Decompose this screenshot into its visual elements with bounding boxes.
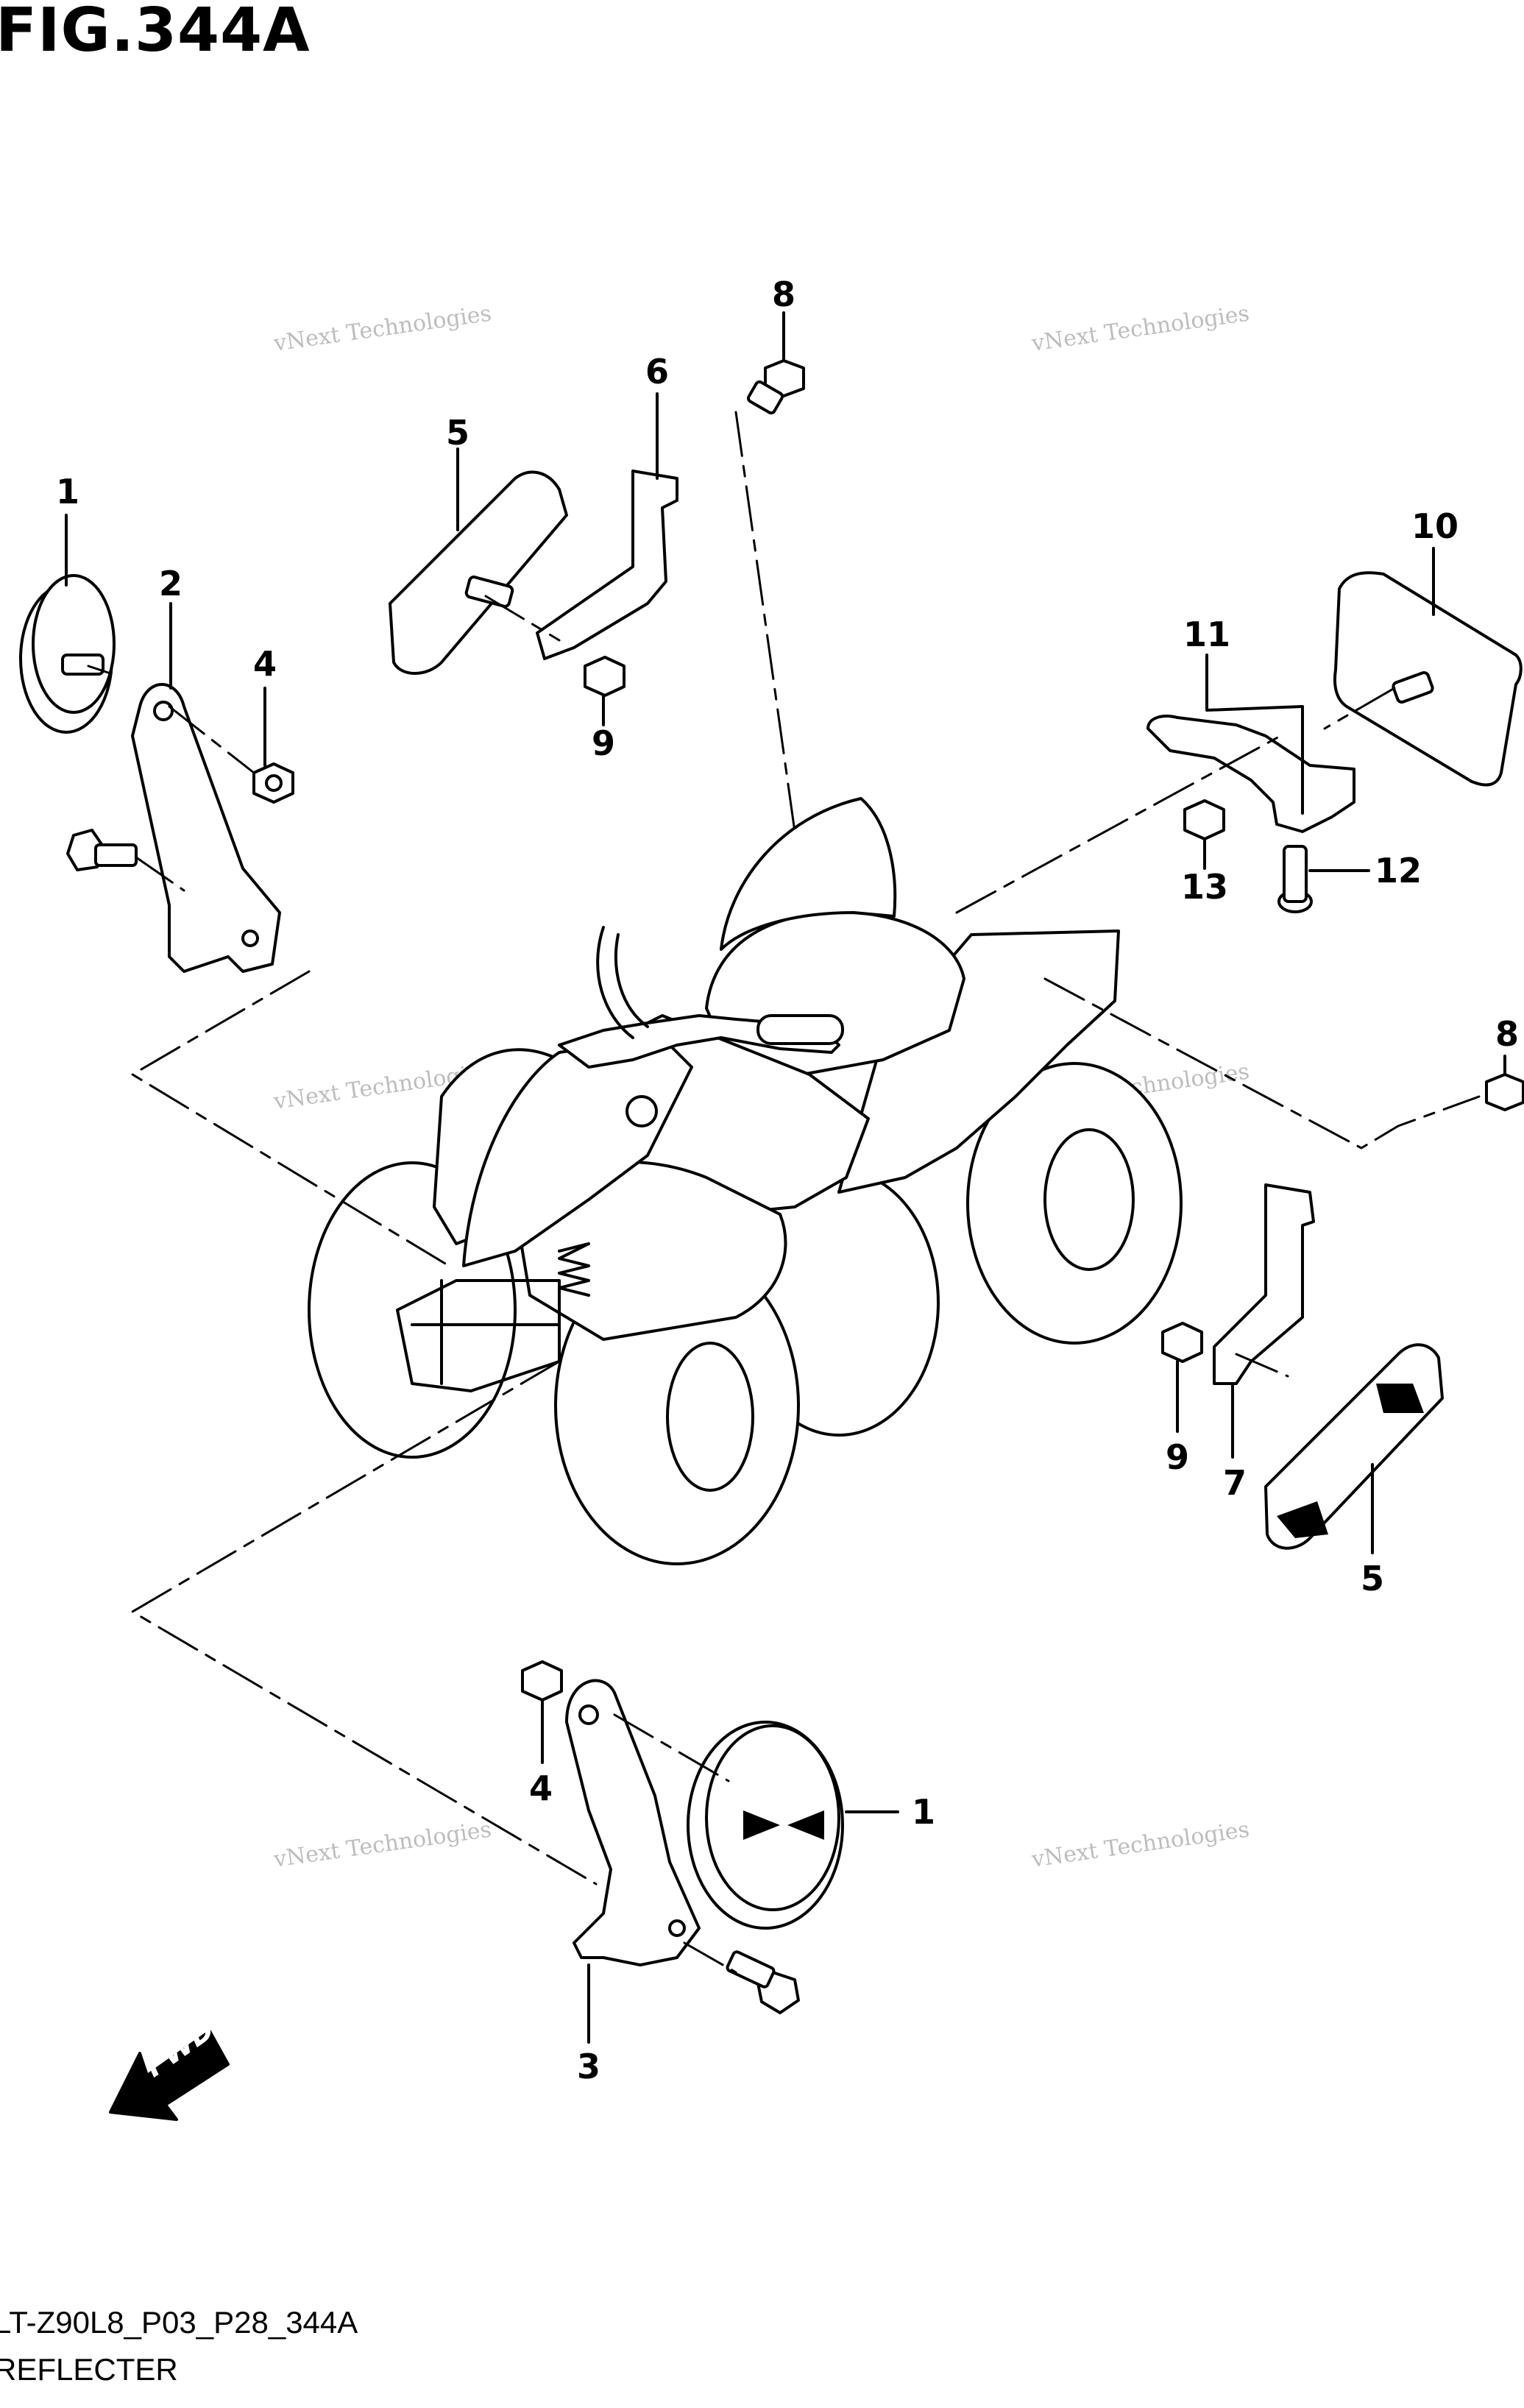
- bracket-hole: [668, 1919, 686, 1937]
- callout-12: 12: [1374, 851, 1422, 890]
- rear-hub: [1043, 1128, 1135, 1271]
- callout-9: 9: [1165, 1437, 1190, 1477]
- nut: [1161, 1322, 1203, 1363]
- front-hub: [666, 1342, 754, 1492]
- callout-4: 4: [528, 1768, 553, 1808]
- bolt: [66, 829, 138, 871]
- leader: [1043, 977, 1481, 1150]
- reflector-pattern: [787, 1810, 824, 1840]
- screw: [1277, 845, 1313, 913]
- leader: [734, 411, 796, 833]
- reflector-pattern: [1376, 1384, 1424, 1413]
- nose: [462, 1036, 693, 1267]
- leader: [484, 595, 561, 642]
- nut: [1183, 799, 1225, 840]
- callout-5: 5: [445, 413, 470, 453]
- callout-5: 5: [1360, 1559, 1385, 1598]
- callout-6: 6: [645, 352, 670, 392]
- reflector-pattern: [743, 1810, 780, 1840]
- nut: [252, 762, 294, 804]
- callout-1: 1: [55, 472, 80, 511]
- leader: [87, 665, 112, 675]
- callout-13: 13: [1180, 867, 1229, 907]
- seat-back: [720, 797, 897, 951]
- bracket-hole: [153, 701, 174, 721]
- reflector-round-front: [19, 574, 116, 734]
- callout-3: 3: [576, 2047, 601, 2086]
- figure-code: LT-Z90L8_P03_P28_344A: [0, 2305, 358, 2340]
- callout-4: 4: [252, 644, 277, 684]
- nut: [521, 1660, 563, 1701]
- bracket-11: [1146, 715, 1355, 833]
- callout-8: 8: [771, 275, 796, 314]
- figure-name: REFLECTER: [0, 2352, 178, 2387]
- callout-11: 11: [1183, 615, 1231, 654]
- bracket-front-right: [565, 1679, 701, 1966]
- screw: [747, 359, 805, 415]
- leader: [1323, 687, 1396, 730]
- key-switch: [625, 1095, 658, 1127]
- reflector-stud: [464, 576, 514, 608]
- nut: [584, 656, 625, 697]
- screw: [1485, 1073, 1524, 1111]
- bracket-front-left: [131, 683, 281, 973]
- callout-line: [1205, 654, 1304, 815]
- reflector-stud: [61, 654, 104, 676]
- callout-1: 1: [911, 1792, 936, 1832]
- leader: [135, 856, 185, 892]
- bolt: [726, 1950, 800, 2014]
- bracket-hole: [241, 929, 259, 947]
- callout-8: 8: [1495, 1014, 1520, 1054]
- reflector-face: [32, 574, 116, 714]
- callout-2: 2: [158, 564, 183, 603]
- leader: [955, 734, 1282, 914]
- figure-title: FIG.344A: [0, 0, 311, 65]
- leader: [1235, 1353, 1289, 1378]
- leader: [131, 970, 450, 1267]
- callout-7: 7: [1222, 1463, 1247, 1503]
- rear-wheel: [966, 1062, 1183, 1345]
- cables: [596, 926, 649, 1039]
- leader: [613, 1713, 730, 1782]
- hand-grip: [756, 1014, 844, 1045]
- reflector-pattern: [1277, 1501, 1328, 1538]
- fwd-arrow: [109, 2030, 230, 2121]
- atv-body: [308, 797, 1183, 1565]
- reflector-stud: [1392, 670, 1434, 704]
- rear-fender: [837, 929, 1120, 1194]
- leader: [683, 1941, 737, 1974]
- bracket-6: [536, 470, 678, 660]
- spring: [558, 1242, 590, 1297]
- bracket-7: [1213, 1183, 1315, 1385]
- callout-10: 10: [1411, 506, 1459, 546]
- nut-hole: [265, 774, 283, 792]
- bracket-hole: [578, 1704, 599, 1725]
- leader: [131, 1360, 598, 1885]
- leader: [168, 705, 255, 774]
- callout-9: 9: [591, 723, 616, 763]
- reflector-round-rear: [687, 1721, 844, 1930]
